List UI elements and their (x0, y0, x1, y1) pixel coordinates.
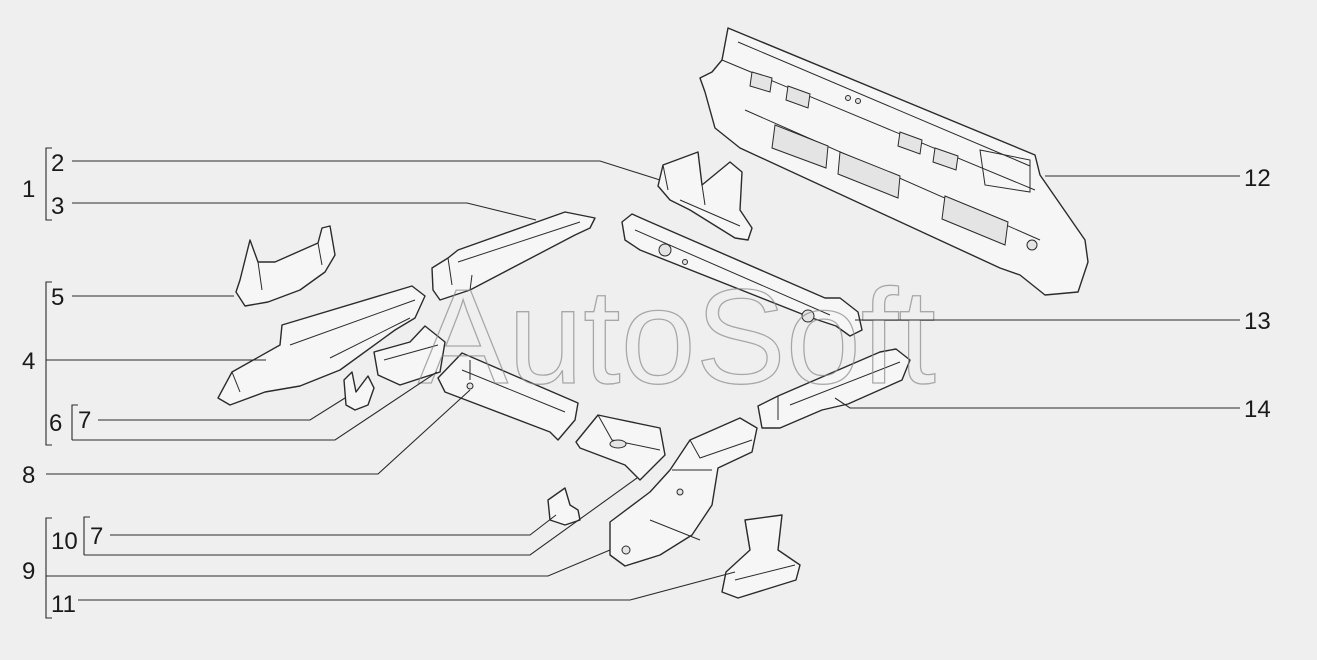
part-2-bracket (657, 151, 753, 241)
callout-5[interactable]: 5 (51, 284, 64, 311)
leader-line-7-upper (98, 397, 346, 421)
leader-line-10 (84, 477, 638, 556)
leader-line-8 (46, 389, 471, 475)
callout-14[interactable]: 14 (1244, 396, 1271, 423)
callout-3[interactable]: 3 (51, 193, 64, 220)
callout-7-lower[interactable]: 7 (90, 523, 103, 550)
group-bracket-9 (45, 517, 52, 619)
part-7-upper-bracket (343, 371, 375, 411)
leader-line-3 (72, 202, 537, 221)
part-13-crossmember (621, 213, 863, 337)
group-bracket-4 (45, 281, 52, 446)
leader-line-2 (72, 160, 661, 181)
callout-6[interactable]: 6 (49, 410, 62, 437)
part-5-bracket (235, 225, 336, 307)
part-8-channel (437, 352, 579, 441)
part-3-rail (431, 211, 596, 301)
part-6-bracket (373, 325, 446, 386)
callout-11[interactable]: 11 (51, 591, 76, 618)
part-14-rail (757, 348, 911, 429)
group-bracket-6 (71, 404, 78, 440)
callout-2[interactable]: 2 (51, 150, 64, 177)
callout-10[interactable]: 10 (51, 528, 78, 555)
part-11-bracket (721, 514, 801, 599)
leader-line-9 (46, 549, 611, 577)
callout-13[interactable]: 13 (1244, 308, 1271, 335)
callout-12[interactable]: 12 (1244, 165, 1271, 192)
part-10-plate (575, 414, 666, 481)
callout-8[interactable]: 8 (22, 462, 35, 489)
watermark-text: AutoSoft (418, 261, 936, 412)
callout-1[interactable]: 1 (22, 176, 35, 203)
callout-9[interactable]: 9 (22, 558, 35, 585)
callout-7-upper[interactable]: 7 (78, 407, 91, 434)
leader-line-6 (72, 371, 438, 441)
group-bracket-1 (45, 147, 52, 221)
callout-4[interactable]: 4 (22, 348, 35, 375)
part-12-rear-panel (699, 27, 1089, 296)
part-9-rear-rail (609, 417, 758, 567)
group-bracket-10 (83, 516, 90, 555)
leader-line-7-lower (110, 514, 557, 536)
part-4-front-rail (217, 285, 426, 406)
leader-line-11 (78, 571, 736, 601)
part-7-lower-bracket (547, 487, 581, 526)
leader-line-14 (834, 397, 1240, 409)
